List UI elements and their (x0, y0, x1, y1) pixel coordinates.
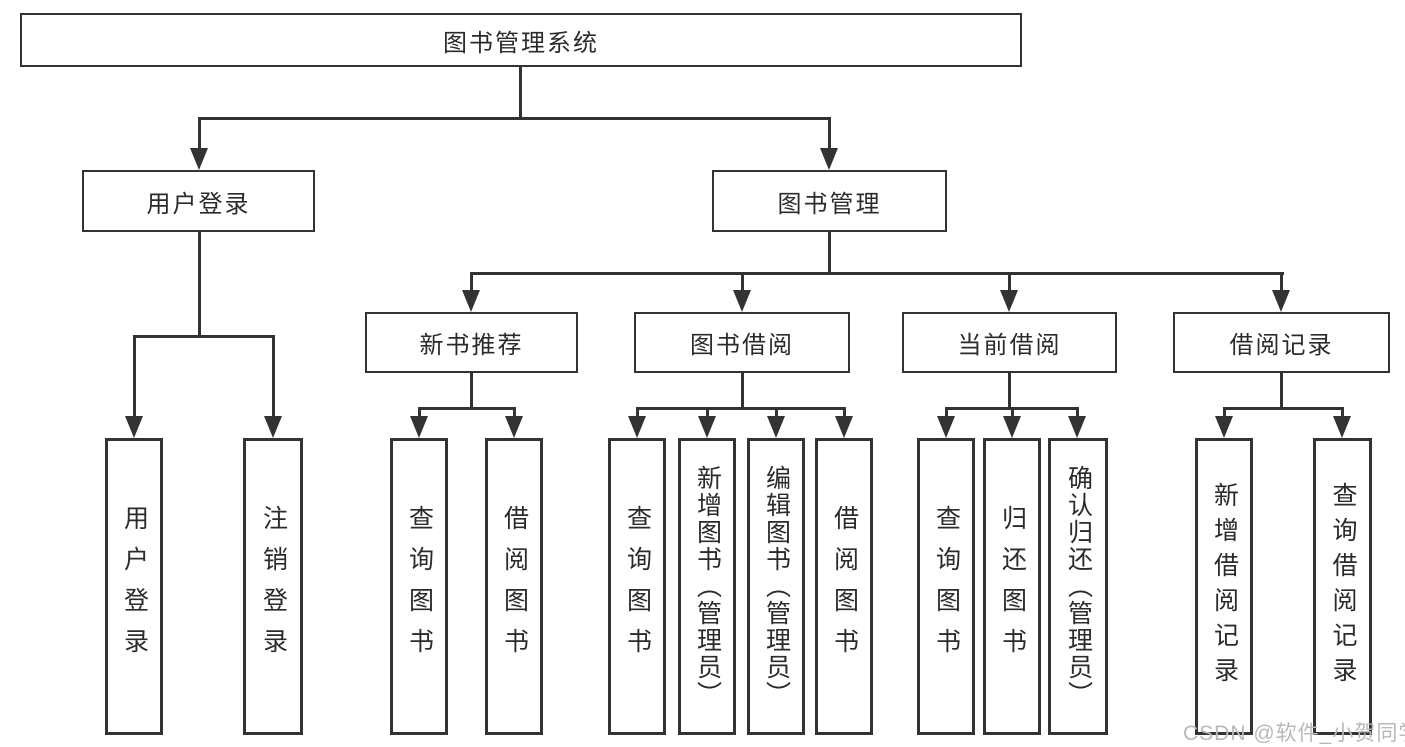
arrowhead-icon (1000, 290, 1018, 312)
connector-line (828, 117, 831, 150)
node-label: 注销登录 (259, 504, 288, 669)
arrowhead-icon (125, 416, 143, 438)
connector-line (1223, 407, 1344, 410)
connector-line (843, 407, 846, 418)
node-label: 新书推荐 (419, 332, 524, 359)
connector-line (418, 407, 516, 410)
node-book-borrowing: 图书借阅 (634, 312, 850, 373)
connector-line (1280, 272, 1283, 292)
leaf-query-borrow-record: 查询借阅记录 (1313, 438, 1372, 735)
arrowhead-icon (767, 416, 785, 438)
connector-line (636, 407, 846, 410)
connector-line (706, 407, 709, 418)
leaf-return-books: 归还图书 (983, 438, 1041, 735)
connector-line (470, 272, 1284, 275)
arrowhead-icon (190, 148, 208, 170)
connector-line (1076, 407, 1079, 418)
connector-line (133, 335, 275, 338)
node-label: 用户登录 (120, 504, 149, 669)
node-label: 查询图书 (932, 504, 961, 669)
node-label: 查询借阅记录 (1329, 481, 1357, 692)
node-label: 归还图书 (998, 504, 1027, 669)
connector-line (198, 232, 201, 338)
connector-line (1280, 373, 1283, 409)
arrowhead-icon (505, 416, 523, 438)
connector-line (519, 67, 522, 118)
leaf-logout: 注销登录 (243, 438, 303, 735)
leaf-query-books-rec: 查询图书 (390, 438, 448, 735)
connector-line (272, 335, 275, 418)
node-current-borrowing: 当前借阅 (902, 312, 1117, 373)
connector-line (198, 117, 831, 120)
leaf-query-books-borrow: 查询图书 (608, 438, 666, 735)
connector-line (1008, 272, 1011, 292)
arrowhead-icon (264, 416, 282, 438)
node-borrow-records: 借阅记录 (1173, 312, 1390, 373)
node-label: 确认归还（管理员） (1064, 465, 1093, 708)
node-label: 查询图书 (623, 504, 652, 669)
leaf-confirm-return-admin: 确认归还（管理员） (1048, 438, 1108, 735)
node-user-login: 用户登录 (82, 170, 315, 232)
node-label: 图书管理系统 (443, 29, 599, 57)
leaf-user-login: 用户登录 (105, 438, 163, 735)
arrowhead-icon (1333, 416, 1351, 438)
leaf-add-books-admin: 新增图书（管理员） (678, 438, 736, 735)
connector-line (133, 335, 136, 418)
arrowhead-icon (835, 416, 853, 438)
node-label: 用户登录 (146, 190, 251, 218)
connector-line (1011, 407, 1014, 418)
connector-line (1341, 407, 1344, 418)
arrowhead-icon (1003, 416, 1021, 438)
node-book-management: 图书管理 (712, 170, 947, 232)
leaf-add-borrow-record: 新增借阅记录 (1195, 438, 1253, 735)
leaf-query-books-current: 查询图书 (917, 438, 975, 735)
connector-line (1223, 407, 1226, 418)
node-label: 借阅记录 (1229, 332, 1334, 359)
arrowhead-icon (628, 416, 646, 438)
node-label: 当前借阅 (957, 332, 1062, 359)
leaf-borrow-books-rec: 借阅图书 (485, 438, 543, 735)
connector-line (775, 407, 778, 418)
arrowhead-icon (1215, 416, 1233, 438)
arrowhead-icon (698, 416, 716, 438)
node-label: 查询图书 (405, 504, 434, 669)
csdn-watermark: CSDN @软件_小贺同学 (1183, 722, 1405, 745)
connector-line (741, 373, 744, 409)
arrowhead-icon (462, 290, 480, 312)
leaf-borrow-books: 借阅图书 (815, 438, 873, 735)
leaf-edit-books-admin: 编辑图书（管理员） (747, 438, 805, 735)
node-label: 图书管理 (777, 190, 882, 218)
node-label: 借阅图书 (830, 504, 859, 669)
arrowhead-icon (1272, 290, 1290, 312)
arrowhead-icon (937, 416, 955, 438)
connector-line (513, 407, 516, 418)
node-new-book-recommend: 新书推荐 (365, 312, 578, 373)
arrowhead-icon (1068, 416, 1086, 438)
connector-line (945, 407, 948, 418)
connector-line (418, 407, 421, 418)
node-label: 借阅图书 (500, 504, 529, 669)
node-label: 新增图书（管理员） (693, 465, 722, 708)
arrowhead-icon (820, 148, 838, 170)
node-label: 新增借阅记录 (1210, 481, 1239, 692)
arrowhead-icon (410, 416, 428, 438)
connector-line (470, 373, 473, 409)
node-library-system: 图书管理系统 (20, 13, 1022, 67)
connector-line (636, 407, 639, 418)
arrowhead-icon (733, 290, 751, 312)
connector-line (1008, 373, 1011, 409)
node-label: 编辑图书（管理员） (762, 465, 791, 708)
connector-line (470, 272, 473, 292)
connector-line (741, 272, 744, 292)
node-label: 图书借阅 (690, 332, 794, 359)
connector-line (828, 232, 831, 275)
connector-line (198, 117, 201, 150)
